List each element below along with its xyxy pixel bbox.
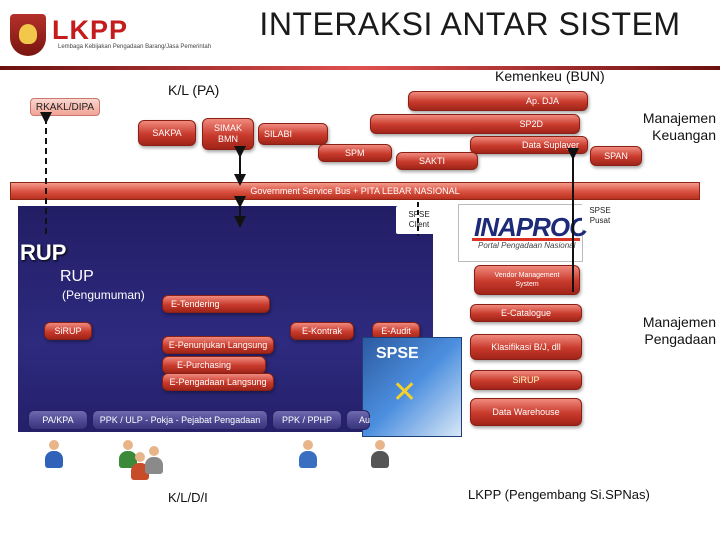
spse-product-box (362, 337, 462, 437)
spse-client-line2: Client (408, 220, 430, 229)
lkpp-logo: LKPP (52, 15, 129, 45)
e-pengadaan-box: E-Pengadaan Langsung (162, 373, 274, 391)
ap-dja-box: Ap. DJA (408, 91, 588, 111)
ppk-person-icon (118, 440, 138, 468)
e-kontrak-box: E-Kontrak (290, 322, 354, 340)
rup-heading: RUP (20, 240, 67, 265)
inaproc-logo-box (458, 204, 583, 262)
lkpp-developer-label: LKPP (Pengembang Si.SPNas) (468, 487, 650, 502)
manajemen-keuangan-label: Manajemen Keuangan (626, 110, 716, 144)
manajemen-keuangan-line1: Manajemen (642, 110, 716, 126)
vendor-management-box: Vendor Management System (474, 265, 580, 295)
ppk-pphp-box: PPK / PPHP (272, 410, 342, 430)
sakpa-box: SAKPA (138, 120, 196, 146)
kl-pa-label: K/L (PA) (168, 82, 220, 98)
simak-bmn-box: SIMAK BMN (202, 118, 254, 150)
lkpp-logo-subtitle: Lembaga Kebijakan Pengadaan Barang/Jasa … (58, 44, 212, 50)
sp2d-box: SP2D (370, 114, 580, 134)
data-warehouse-box: Data Warehouse (470, 398, 582, 426)
manajemen-keuangan-line2: Keuangan (652, 127, 716, 143)
sp2d-label: SP2D (519, 119, 543, 129)
manajemen-pengadaan-label: Manajemen Pengadaan (620, 314, 716, 348)
inaproc-underline (472, 238, 580, 241)
sakti-box: SAKTI (396, 152, 478, 170)
vms-line2: System (515, 281, 539, 288)
klasifikasi-box: Klasifikasi B/J, dll (470, 334, 582, 360)
ppk-ulp-box: PPK / ULP - Pokja - Pejabat Pengadaan (92, 410, 268, 430)
ap-dja-label: Ap. DJA (525, 96, 559, 106)
silabi-box: SILABI (258, 123, 328, 145)
spse-lock-icon: ✕ (392, 376, 418, 409)
e-catalogue-box: E-Catalogue (470, 304, 582, 322)
rup-pengumuman-label: (Pengumuman) (62, 288, 145, 302)
auditor-box: Au (346, 410, 370, 430)
manajemen-pengadaan-line1: Manajemen (642, 314, 716, 330)
pa-kpa-box: PA/KPA (28, 410, 88, 430)
pphp-person-icon (298, 440, 318, 468)
e-tendering-box: E-Tendering (162, 295, 270, 313)
data-suplayer-box: Data Suplayer (470, 136, 588, 154)
manajemen-pengadaan-line2: Pengadaan (644, 331, 716, 347)
rup-subheading: RUP (60, 268, 94, 285)
pa-kpa-person-icon (44, 440, 64, 468)
sirup-left-box: SiRUP (44, 322, 92, 340)
spm-box: SPM (318, 144, 392, 162)
pokja-person-icon (144, 446, 164, 474)
garuda-emblem-icon (10, 14, 46, 56)
spse-pusat-line1: SPSE (589, 206, 611, 215)
government-service-bus: Government Service Bus + PITA LEBAR NASI… (10, 182, 700, 200)
inaproc-logo: INAPROC (474, 212, 588, 242)
span-box: SPAN (590, 146, 642, 166)
spse-product-label: SPSE (376, 345, 419, 362)
spse-client-box: SPSE Client (396, 206, 442, 234)
auditor-person-icon (370, 440, 390, 468)
sirup-right-box: SiRUP (470, 370, 582, 390)
rkakl-dipa-box: RKAKL/DIPA (30, 98, 100, 116)
kldi-label: K/L/D/I (168, 490, 208, 505)
kemenkeu-label: Kemenkeu (BUN) (495, 68, 605, 84)
e-purchasing-box: E-Purchasing (162, 356, 266, 374)
ulp-person-icon (130, 452, 150, 480)
vms-line1: Vendor Management (494, 272, 560, 279)
spse-pusat-box: SPSE Pusat (582, 202, 618, 230)
spse-pusat-line2: Pusat (589, 216, 611, 225)
page-title: INTERAKSI ANTAR SISTEM (259, 6, 681, 42)
inaproc-subtitle: Portal Pengadaan Nasional (478, 241, 576, 250)
spse-client-line1: SPSE (408, 210, 430, 219)
e-penunjukan-box: E-Penunjukan Langsung (162, 336, 274, 354)
top-divider (0, 66, 720, 70)
